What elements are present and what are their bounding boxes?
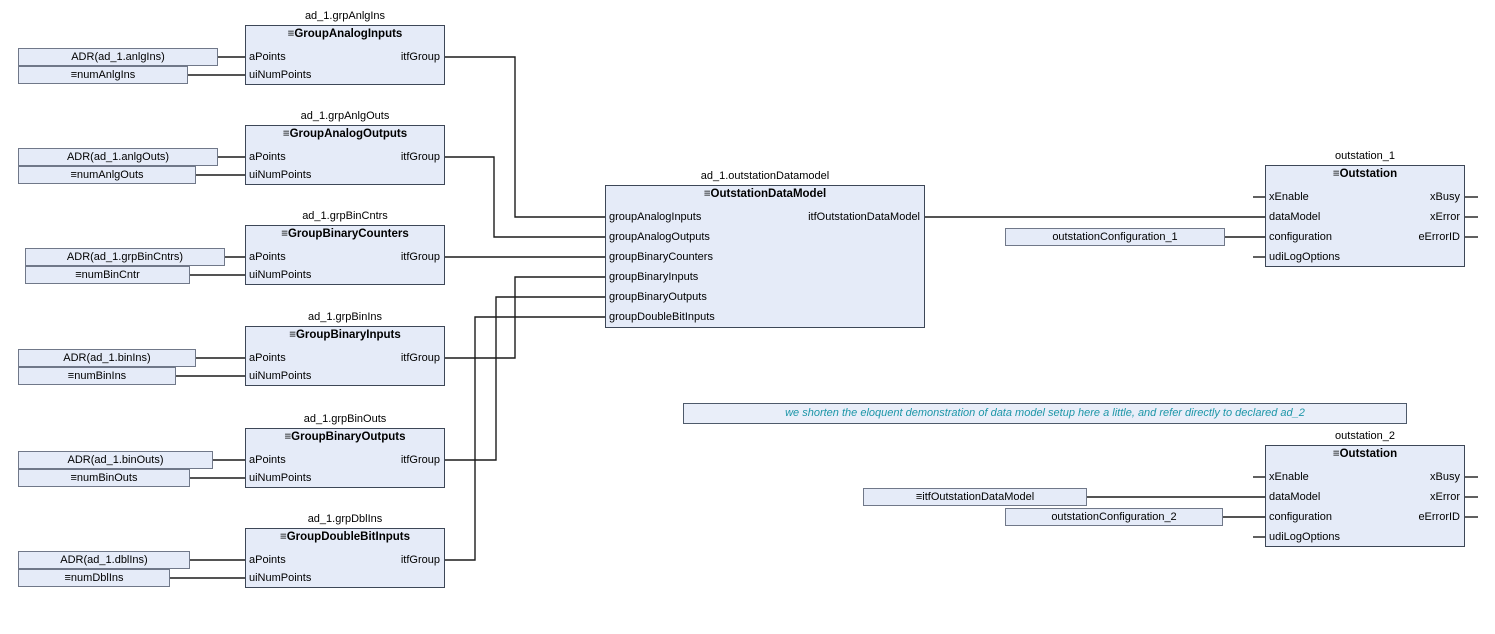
pin-input-outstation_1-dataModel[interactable]: dataModel [1269, 211, 1321, 223]
pin-input-outstation_1-configuration[interactable]: configuration [1269, 231, 1332, 243]
pin-output-outstation_1-xBusy[interactable]: xBusy [1430, 191, 1460, 203]
block-grpAnlgOuts[interactable]: ≡GroupAnalogOutputs aPoints uiNumPoints itf… [245, 125, 445, 185]
block-title-grpAnlgIns: ad_1.grpAnlgIns [304, 10, 386, 22]
pin-input-outstationDataModel-groupDoubleBitInputs[interactable]: groupDoubleBitInputs [609, 311, 715, 323]
pin-output-outstation_2-xBusy[interactable]: xBusy [1430, 471, 1460, 483]
operand-adr-binIns[interactable]: ADR(ad_1.binIns) [18, 349, 196, 367]
pin-input-outstation_2-udiLogOptions[interactable]: udiLogOptions [1269, 531, 1340, 543]
block-title-grpDblIns: ad_1.grpDblIns [307, 513, 383, 525]
block-title-grpBinIns: ad_1.grpBinIns [308, 311, 382, 323]
block-header-grpDblIns: ≡GroupDoubleBitInputs [280, 531, 410, 543]
operand-adr-dblIns[interactable]: ADR(ad_1.dblIns) [18, 551, 190, 569]
block-title-grpBinCntrs: ad_1.grpBinCntrs [302, 210, 388, 222]
block-header-outstation_2: ≡Outstation [1332, 448, 1398, 460]
block-grpDblIns[interactable]: ≡GroupDoubleBitInputs aPoints uiNumPoints i… [245, 528, 445, 588]
block-grpBinOuts[interactable]: ≡GroupBinaryOutputs aPoints uiNumPoints itf… [245, 428, 445, 488]
block-title-grpAnlgOuts: ad_1.grpAnlgOuts [300, 110, 390, 122]
pin-output-grpDblIns-itfGroup[interactable]: itfGroup [400, 554, 440, 566]
wire[interactable] [445, 56, 605, 218]
block-header-grpBinIns: ≡GroupBinaryInputs [289, 329, 401, 341]
pin-input-outstationDataModel-groupAnalogInputs[interactable]: groupAnalogInputs [609, 211, 702, 223]
pin-input-outstation_1-udiLogOptions[interactable]: udiLogOptions [1269, 251, 1340, 263]
pin-output-grpBinOuts-itfGroup[interactable]: itfGroup [400, 454, 440, 466]
operand-numAnlgIns[interactable]: ≡numAnlgIns [18, 66, 188, 84]
pin-input-grpBinIns-uiNumPoints[interactable]: uiNumPoints [249, 370, 312, 382]
pin-output-outstation_1-eErrorID[interactable]: eErrorID [1418, 231, 1460, 243]
pin-input-outstationDataModel-groupBinaryOutputs[interactable]: groupBinaryOutputs [609, 291, 707, 303]
pin-output-grpAnlgOuts-itfGroup[interactable]: itfGroup [400, 151, 440, 163]
pin-input-outstationDataModel-groupBinaryCounters[interactable]: groupBinaryCounters [609, 251, 713, 263]
block-header-grpBinCntrs: ≡GroupBinaryCounters [281, 228, 409, 240]
wire[interactable] [445, 316, 605, 561]
pin-input-grpAnlgIns-uiNumPoints[interactable]: uiNumPoints [249, 69, 312, 81]
block-grpBinCntrs[interactable]: ≡GroupBinaryCounters aPoints uiNumPoints it… [245, 225, 445, 285]
operand-outstationConfiguration_2[interactable]: outstationConfiguration_2 [1005, 508, 1223, 526]
operand-numBinOuts[interactable]: ≡numBinOuts [18, 469, 190, 487]
block-title-outstation_2: outstation_2 [1335, 430, 1395, 442]
block-header-grpAnlgIns: ≡GroupAnalogInputs [287, 28, 403, 40]
block-outstation_1[interactable]: ≡Outstation xEnable dataModel configuration… [1265, 165, 1465, 267]
pin-input-outstation_2-configuration[interactable]: configuration [1269, 511, 1332, 523]
pin-output-outstation_1-xError[interactable]: xError [1430, 211, 1460, 223]
operand-itfOutstationDataModel[interactable]: ≡itfOutstationDataModel [863, 488, 1087, 506]
pin-output-outstation_2-xError[interactable]: xError [1430, 491, 1460, 503]
block-header-grpBinOuts: ≡GroupBinaryOutputs [284, 431, 406, 443]
operand-adr-anlgIns[interactable]: ADR(ad_1.anlgIns) [18, 48, 218, 66]
pin-input-grpBinOuts-aPoints[interactable]: aPoints [249, 454, 286, 466]
pin-input-outstationDataModel-groupAnalogOutputs[interactable]: groupAnalogOutputs [609, 231, 710, 243]
pin-input-grpAnlgOuts-uiNumPoints[interactable]: uiNumPoints [249, 169, 312, 181]
pin-input-outstation_1-xEnable[interactable]: xEnable [1269, 191, 1309, 203]
pin-output-grpBinCntrs-itfGroup[interactable]: itfGroup [400, 251, 440, 263]
pin-input-grpBinOuts-uiNumPoints[interactable]: uiNumPoints [249, 472, 312, 484]
pin-input-outstationDataModel-groupBinaryInputs[interactable]: groupBinaryInputs [609, 271, 699, 283]
pin-input-outstation_2-xEnable[interactable]: xEnable [1269, 471, 1309, 483]
block-header-outstationDataModel: ≡OutstationDataModel [703, 188, 827, 200]
pin-input-grpDblIns-aPoints[interactable]: aPoints [249, 554, 286, 566]
operand-outstationConfiguration_1[interactable]: outstationConfiguration_1 [1005, 228, 1225, 246]
operand-numBinCntr[interactable]: ≡numBinCntr [25, 266, 190, 284]
pin-input-grpAnlgOuts-aPoints[interactable]: aPoints [249, 151, 286, 163]
pin-input-grpDblIns-uiNumPoints[interactable]: uiNumPoints [249, 572, 312, 584]
pin-input-grpBinIns-aPoints[interactable]: aPoints [249, 352, 286, 364]
pin-input-grpBinCntrs-aPoints[interactable]: aPoints [249, 251, 286, 263]
block-title-grpBinOuts: ad_1.grpBinOuts [303, 413, 387, 425]
comment-box[interactable]: we shorten the eloquent demonstration of… [683, 403, 1407, 424]
operand-adr-anlgOuts[interactable]: ADR(ad_1.anlgOuts) [18, 148, 218, 166]
operand-numAnlgOuts[interactable]: ≡numAnlgOuts [18, 166, 196, 184]
block-outstation_2[interactable]: ≡Outstation xEnable dataModel configuration… [1265, 445, 1465, 547]
operand-adr-grpBinCntrs[interactable]: ADR(ad_1.grpBinCntrs) [25, 248, 225, 266]
operand-numBinIns[interactable]: ≡numBinIns [18, 367, 176, 385]
block-header-outstation_1: ≡Outstation [1332, 168, 1398, 180]
pin-input-outstation_2-dataModel[interactable]: dataModel [1269, 491, 1321, 503]
pin-output-outstation_2-eErrorID[interactable]: eErrorID [1418, 511, 1460, 523]
block-title-outstationDataModel: ad_1.outstationDatamodel [700, 170, 830, 182]
wire[interactable] [445, 296, 605, 461]
pin-input-grpBinCntrs-uiNumPoints[interactable]: uiNumPoints [249, 269, 312, 281]
pin-output-grpBinIns-itfGroup[interactable]: itfGroup [400, 352, 440, 364]
block-title-outstation_1: outstation_1 [1335, 150, 1395, 162]
operand-numDblIns[interactable]: ≡numDblIns [18, 569, 170, 587]
pin-output-outstationDataModel-itfOutstationDataModel[interactable]: itfOutstationDataModel [808, 211, 920, 223]
block-header-grpAnlgOuts: ≡GroupAnalogOutputs [282, 128, 408, 140]
pin-output-grpAnlgIns-itfGroup[interactable]: itfGroup [400, 51, 440, 63]
wire[interactable] [445, 156, 605, 238]
pin-input-grpAnlgIns-aPoints[interactable]: aPoints [249, 51, 286, 63]
operand-adr-binOuts[interactable]: ADR(ad_1.binOuts) [18, 451, 213, 469]
